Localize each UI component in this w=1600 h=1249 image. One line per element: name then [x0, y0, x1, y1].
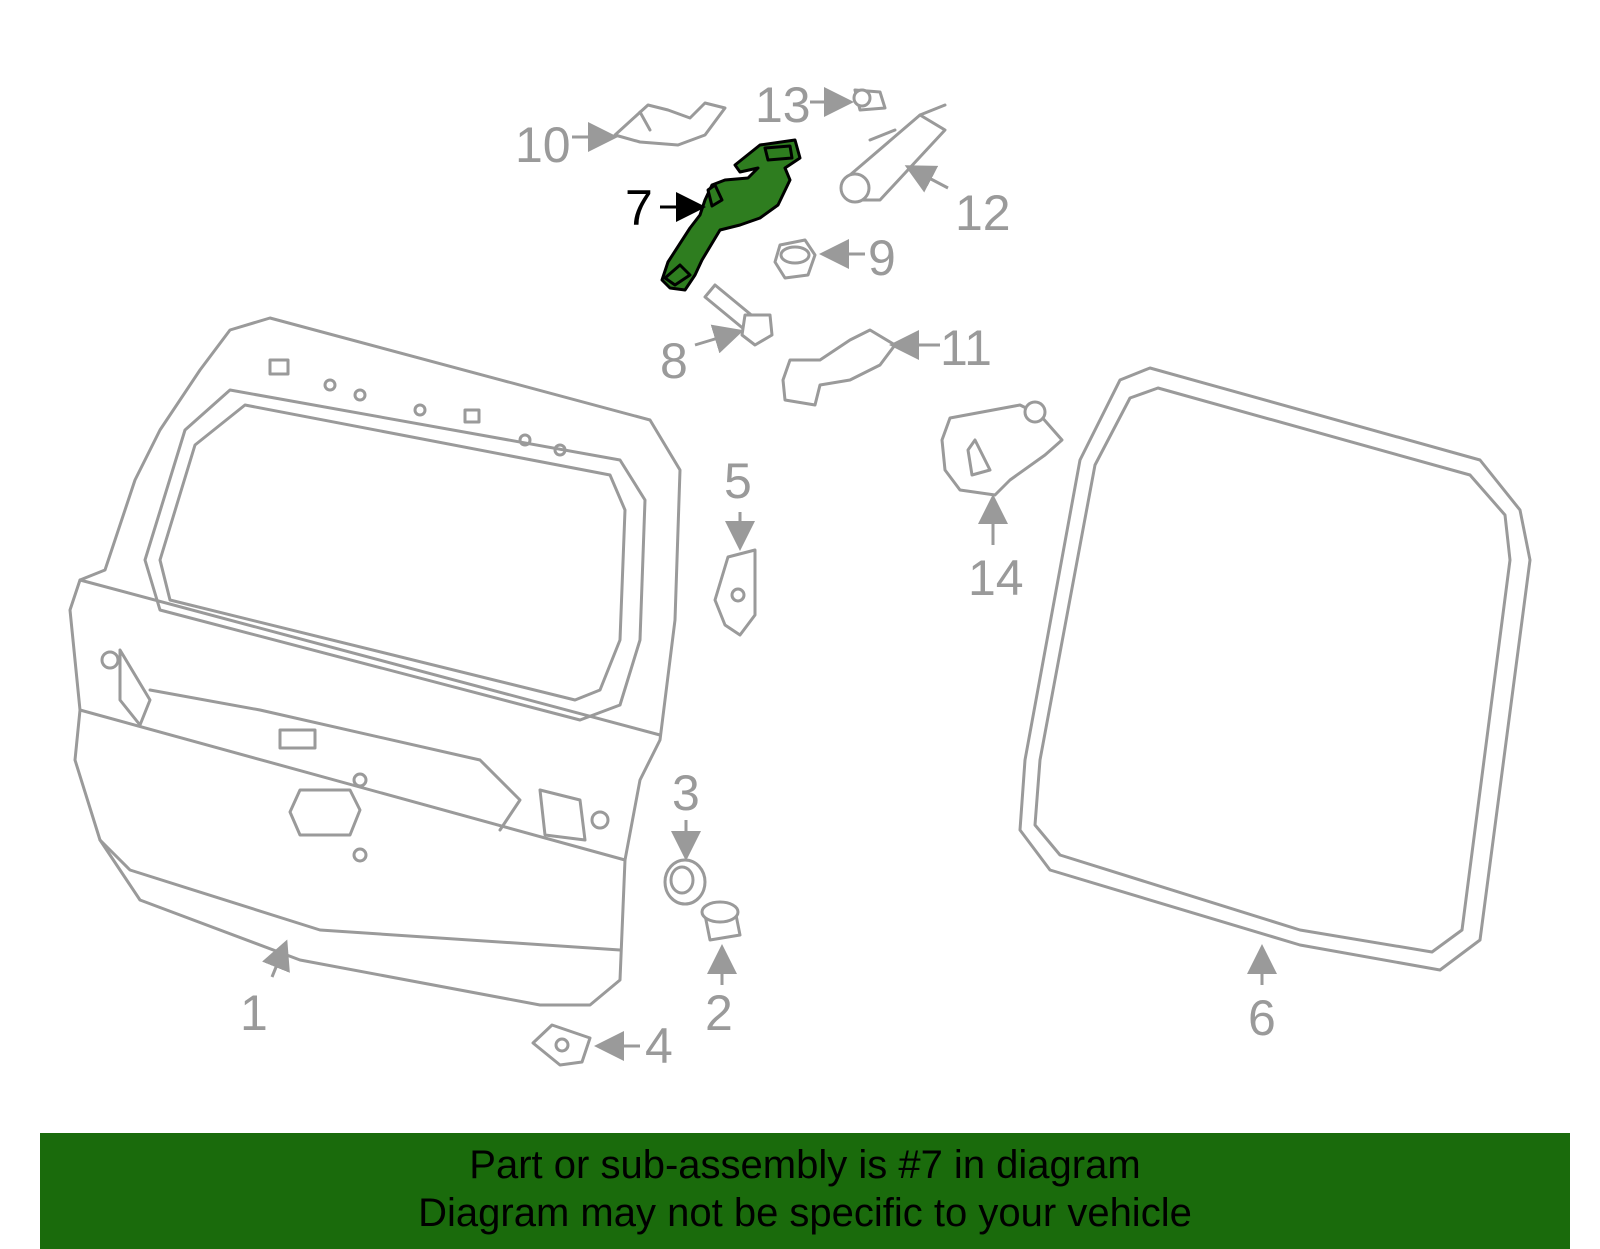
part-13-stud[interactable]	[852, 88, 887, 112]
callout-13: 13	[755, 77, 811, 133]
part-12-strut[interactable]	[839, 103, 947, 204]
part-2-bumper[interactable]	[700, 900, 742, 942]
callout-7: 7	[625, 180, 653, 236]
callout-4: 4	[645, 1018, 673, 1074]
part-9-nut[interactable]	[773, 238, 817, 280]
part-14-actuator-bracket[interactable]	[940, 400, 1064, 497]
part-6-weatherstrip[interactable]	[1018, 366, 1532, 972]
banner-line-1: Part or sub-assembly is #7 in diagram	[469, 1143, 1141, 1187]
part-3-grommet[interactable]	[663, 858, 707, 906]
callout-2: 2	[705, 985, 733, 1041]
callout-14: 14	[968, 550, 1024, 606]
part-11-bracket[interactable]	[781, 328, 897, 407]
part-10-bracket[interactable]	[613, 101, 727, 147]
callout-12: 12	[955, 185, 1011, 241]
part-5-bracket[interactable]	[713, 548, 757, 637]
callout-11: 11	[940, 320, 992, 376]
callout-9: 9	[868, 230, 896, 286]
part-7-hinge-highlighted[interactable]	[660, 138, 802, 292]
callout-10: 10	[515, 117, 571, 173]
part-8-bolt[interactable]	[703, 283, 774, 347]
part-1-liftgate[interactable]	[68, 316, 682, 1007]
callout-1: 1	[240, 985, 268, 1041]
info-banner: Part or sub-assembly is #7 in diagram Di…	[40, 1133, 1570, 1249]
banner-line-2: Diagram may not be specific to your vehi…	[418, 1191, 1192, 1235]
callout-5: 5	[724, 453, 752, 509]
part-4-clip[interactable]	[531, 1023, 592, 1067]
callout-6: 6	[1248, 990, 1276, 1046]
callout-8: 8	[660, 333, 688, 389]
callout-3: 3	[672, 765, 700, 821]
